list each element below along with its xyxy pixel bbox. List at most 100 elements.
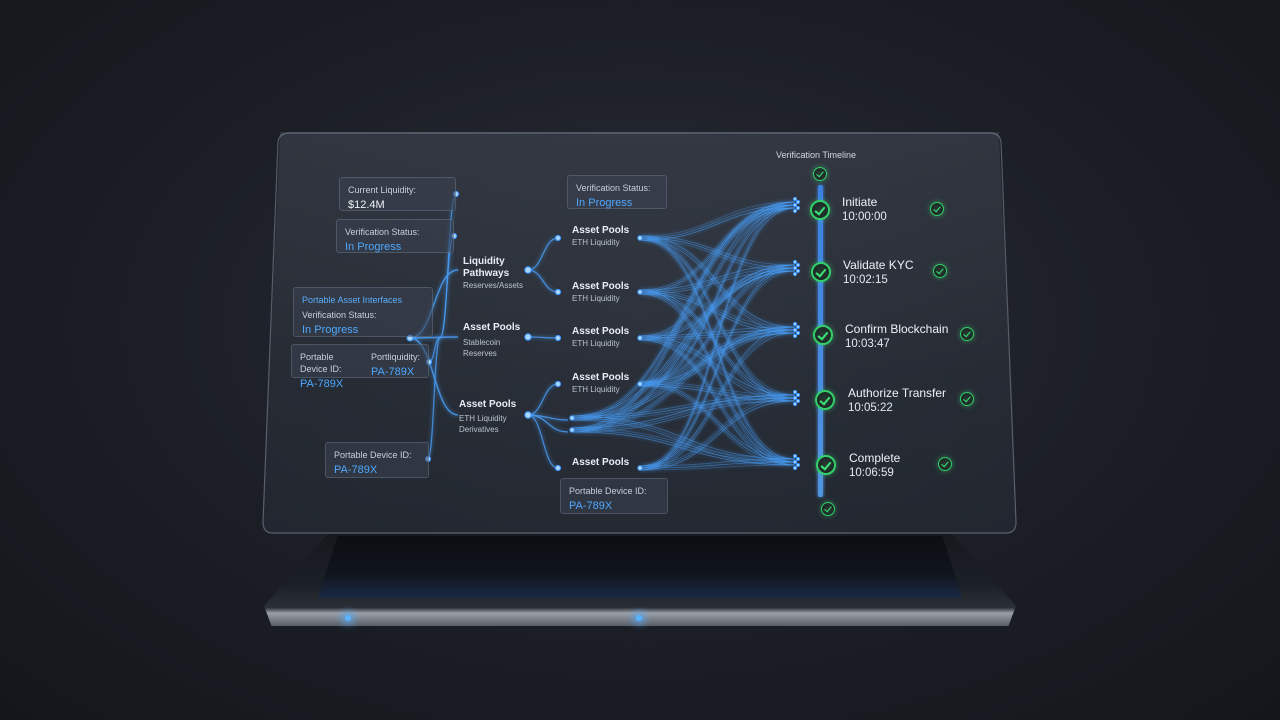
network-link: [639, 201, 796, 467]
network-node-dot: [554, 464, 562, 472]
network-node-dot: [792, 465, 798, 471]
network-node-dot: [795, 456, 801, 462]
asset-pools-title: Asset Pools: [459, 399, 517, 410]
verification-timeline-title: Verification Timeline: [776, 150, 857, 160]
network-node-dot: [524, 333, 532, 341]
step-initiate-check-icon: [810, 200, 830, 220]
timeline-step-validate-kyc: Validate KYC 10:02:15: [843, 258, 913, 288]
network-link: [571, 394, 796, 429]
network-link: [571, 427, 796, 460]
network-link: [571, 332, 796, 421]
network-node-dot: [795, 268, 801, 274]
network-node-dot: [792, 271, 798, 277]
network-link: [639, 394, 796, 467]
step-confirm-blockchain-check-icon: [813, 325, 833, 345]
step-authorize-transfer-check-icon: [815, 390, 835, 410]
current-liquidity-label: Current Liquidity:: [348, 185, 417, 195]
tablet-screen: [318, 536, 962, 598]
network-node-dot: [792, 327, 798, 333]
asset-pools-subtitle: Stablecoin: [463, 338, 501, 347]
network-node-dot: [792, 389, 798, 395]
network-node-dot: [792, 333, 798, 339]
network-link: [639, 464, 796, 471]
network-node-dot: [554, 334, 562, 342]
verification-status-value: In Progress: [345, 241, 402, 253]
network-link: [409, 336, 459, 339]
step-name: Validate KYC: [843, 258, 914, 272]
network-link: [527, 237, 559, 271]
step-name: Initiate: [842, 195, 878, 209]
verification-status-card-left: Verification Status: In Progress: [336, 219, 454, 253]
current-liquidity-value: $12.4M: [348, 199, 385, 211]
network-link: [639, 239, 796, 334]
network-link: [639, 291, 796, 463]
network-link: [639, 204, 796, 469]
network-link: [639, 289, 796, 328]
network-link: [639, 264, 796, 383]
asset-pool-title: Asset Pools: [572, 225, 630, 236]
network-link: [639, 237, 796, 331]
network-link: [571, 394, 796, 417]
network-link: [409, 337, 459, 416]
step-authorize-transfer-status-icon: [960, 392, 974, 406]
portliquidity-label: Portliquidity:: [370, 352, 420, 362]
asset-pool-node-3: Asset Pools ETH Liquidity: [572, 326, 629, 349]
tablet-indicator-light-center: [636, 615, 642, 621]
network-node-dot: [792, 459, 798, 465]
verification-status-label: Verification Status:: [302, 310, 377, 320]
step-complete-status-icon: [938, 457, 952, 471]
network-link: [571, 264, 796, 417]
network-node-dot: [792, 208, 798, 214]
network-link: [639, 267, 796, 293]
network-node-dot: [795, 398, 801, 404]
network-node-dot: [524, 411, 532, 419]
network-node-dot: [795, 330, 801, 336]
device-id-label: Portable Device ID:: [300, 352, 342, 374]
network-link: [639, 201, 796, 337]
network-node-dot: [554, 380, 562, 388]
current-liquidity-card: Current Liquidity: $12.4M: [339, 177, 456, 211]
network-link: [639, 235, 796, 328]
liquidity-pathways-title: Liquidity: [463, 256, 505, 267]
portable-asset-interfaces-card: Portable Asset Interfaces Verification S…: [293, 287, 433, 337]
network-link: [639, 289, 796, 396]
network-link: [639, 329, 796, 385]
verification-status-value: In Progress: [576, 197, 633, 209]
network-link: [571, 204, 796, 419]
asset-pool-title: Asset Pools: [572, 281, 630, 292]
network-node-dot: [637, 235, 643, 241]
timeline-step-complete: Complete 10:06:59: [849, 451, 900, 481]
network-link: [527, 414, 559, 469]
network-link: [571, 207, 796, 421]
network-link: [639, 201, 796, 383]
network-link: [571, 270, 796, 421]
asset-pool-node-2: Asset Pools ETH Liquidity: [572, 281, 629, 304]
step-initiate-status-icon: [930, 202, 944, 216]
asset-pool-node-5: Asset Pools: [572, 457, 629, 469]
liquidity-pathways-title-2: Pathways: [463, 268, 510, 279]
network-link: [639, 201, 796, 291]
asset-pool-title: Asset Pools: [572, 457, 630, 468]
asset-pool-subtitle: ETH Liquidity: [572, 294, 620, 303]
network-link: [571, 397, 796, 431]
network-link: [571, 270, 796, 433]
network-link: [639, 204, 796, 293]
step-time: 10:00:00: [842, 211, 887, 223]
asset-pools-subtitle-2: Derivatives: [459, 425, 499, 434]
network-link: [571, 397, 796, 419]
network-link: [527, 414, 569, 433]
network-node-dot: [792, 321, 798, 327]
network-link: [527, 336, 559, 339]
asset-pools-title: Asset Pools: [463, 322, 521, 333]
timeline-step-confirm-blockchain: Confirm Blockchain 10:03:47: [845, 322, 948, 352]
liquidity-pathways-node: Liquidity Pathways Reserves/Assets: [463, 256, 523, 291]
network-link: [527, 269, 559, 293]
network-node-dot: [569, 427, 575, 433]
network-link: [639, 270, 796, 295]
network-node-dot: [792, 453, 798, 459]
device-id-value: PA-789X: [569, 500, 613, 512]
asset-pools-node-mid: Asset Pools Stablecoin Reserves: [463, 322, 520, 359]
network-node-dot: [637, 381, 643, 387]
network-link: [639, 267, 796, 469]
